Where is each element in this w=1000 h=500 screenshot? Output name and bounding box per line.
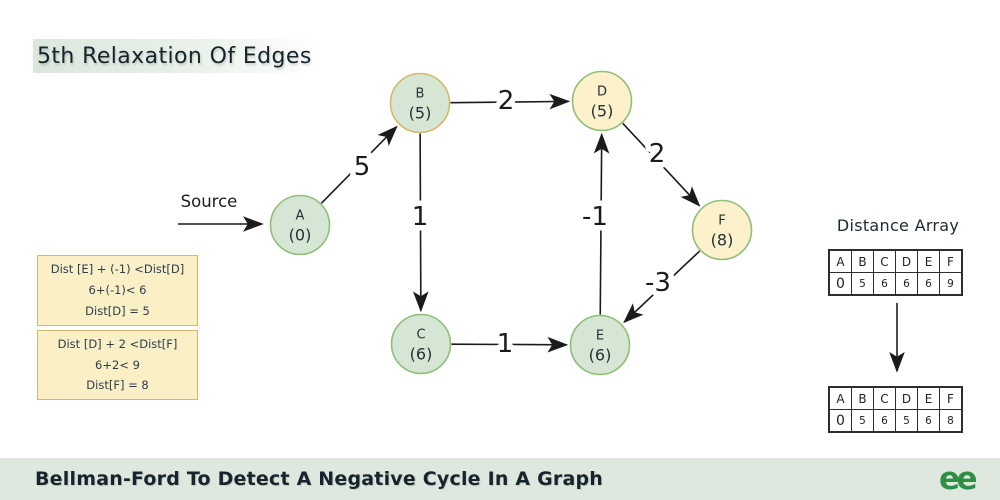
node-distance: (5) <box>591 102 614 121</box>
edge-B-C: 1 <box>406 133 434 313</box>
footer-bar: Bellman-Ford To Detect A Negative Cycle … <box>0 458 1000 500</box>
edge-C-E: 1 <box>451 324 569 365</box>
da-value-cell: 0 <box>828 272 852 296</box>
node-distance: (8) <box>711 231 734 250</box>
da-header-cell: B <box>851 249 874 273</box>
da-header-cell: A <box>828 386 852 410</box>
node-distance: (5) <box>409 104 432 123</box>
calc-line: 6+(-1)< 6 <box>88 283 147 298</box>
calc-line: Dist[F] = 8 <box>86 378 149 393</box>
node-letter: E <box>596 329 604 344</box>
node-distance: (6) <box>589 346 612 365</box>
edge-weight-label: 5 <box>354 152 371 182</box>
node-C: C (6) <box>390 313 452 375</box>
calc-line: Dist [E] + (-1) <Dist[D] <box>50 262 185 277</box>
da-header-cell: E <box>917 249 940 273</box>
node-circle <box>390 313 452 375</box>
node-distance: (6) <box>410 345 433 364</box>
source-label: Source <box>181 192 238 211</box>
da-header-cell: F <box>939 386 963 410</box>
geeksforgeeks-logo-icon: ee <box>938 460 978 497</box>
node-letter: F <box>718 214 725 229</box>
node-circle <box>571 70 633 132</box>
edge-B-D: 2 <box>450 81 571 122</box>
da-header-cell: D <box>895 386 918 410</box>
node-E: E (6) <box>569 314 631 376</box>
da-header-cell: C <box>873 386 896 410</box>
edge-weight-label: 1 <box>412 202 429 232</box>
da-value-cell: 5 <box>895 409 918 433</box>
edge-weight-label: 2 <box>498 86 515 116</box>
da-value-cell: 5 <box>851 272 874 296</box>
node-letter: B <box>416 87 425 102</box>
edge-weight-label: 1 <box>497 329 514 359</box>
da-value-cell: 8 <box>939 409 963 433</box>
da-value-cell: 6 <box>917 409 940 433</box>
edge-weight-label: 2 <box>649 139 666 169</box>
da-header-cell: C <box>873 249 896 273</box>
node-A: A (0) <box>269 194 331 256</box>
calc-box-relax-F: Dist [D] + 2 <Dist[F] 6+2< 9 Dist[F] = 8 <box>37 330 198 400</box>
edge-A-B: 5 <box>320 125 398 204</box>
da-header-cell: F <box>939 249 963 273</box>
da-value-cell: 6 <box>917 272 940 296</box>
da-value-cell: 0 <box>828 409 852 433</box>
page-title: 5th Relaxation Of Edges <box>33 39 322 73</box>
calc-line: Dist [D] + 2 <Dist[F] <box>57 336 178 351</box>
node-D: D (5) <box>571 70 633 132</box>
node-letter: D <box>597 85 607 100</box>
node-circle <box>389 72 451 134</box>
calc-line: Dist[D] = 5 <box>85 303 150 318</box>
edge-weight-label: -1 <box>582 202 608 232</box>
da-value-cell: 9 <box>939 272 963 296</box>
da-value-cell: 5 <box>851 409 874 433</box>
da-value-cell: 6 <box>873 272 896 296</box>
node-F: F (8) <box>691 199 753 261</box>
node-circle <box>691 199 753 261</box>
da-value-cell: 6 <box>895 272 918 296</box>
source-pointer: Source <box>178 192 264 232</box>
edge-F-E: -3 <box>623 250 701 324</box>
calc-box-relax-D: Dist [E] + (-1) <Dist[D] 6+(-1)< 6 Dist[… <box>37 255 198 326</box>
node-circle <box>569 314 631 376</box>
edge-E-D: -1 <box>577 132 613 315</box>
node-letter: A <box>296 209 305 224</box>
edge-D-F: 2 <box>622 122 701 207</box>
footer-caption: Bellman-Ford To Detect A Negative Cycle … <box>35 468 604 490</box>
da-header-cell: E <box>917 386 940 410</box>
node-B: B (5) <box>389 72 451 134</box>
node-distance: (0) <box>289 226 312 245</box>
edge-weight-label: -3 <box>645 268 671 298</box>
da-header-cell: A <box>828 249 852 273</box>
node-circle <box>269 194 331 256</box>
da-value-cell: 6 <box>873 409 896 433</box>
da-header-cell: B <box>851 386 874 410</box>
calc-line: 6+2< 9 <box>95 357 140 372</box>
da-header-cell: D <box>895 249 918 273</box>
node-letter: C <box>416 328 425 343</box>
distance-array-title: Distance Array <box>836 216 960 235</box>
